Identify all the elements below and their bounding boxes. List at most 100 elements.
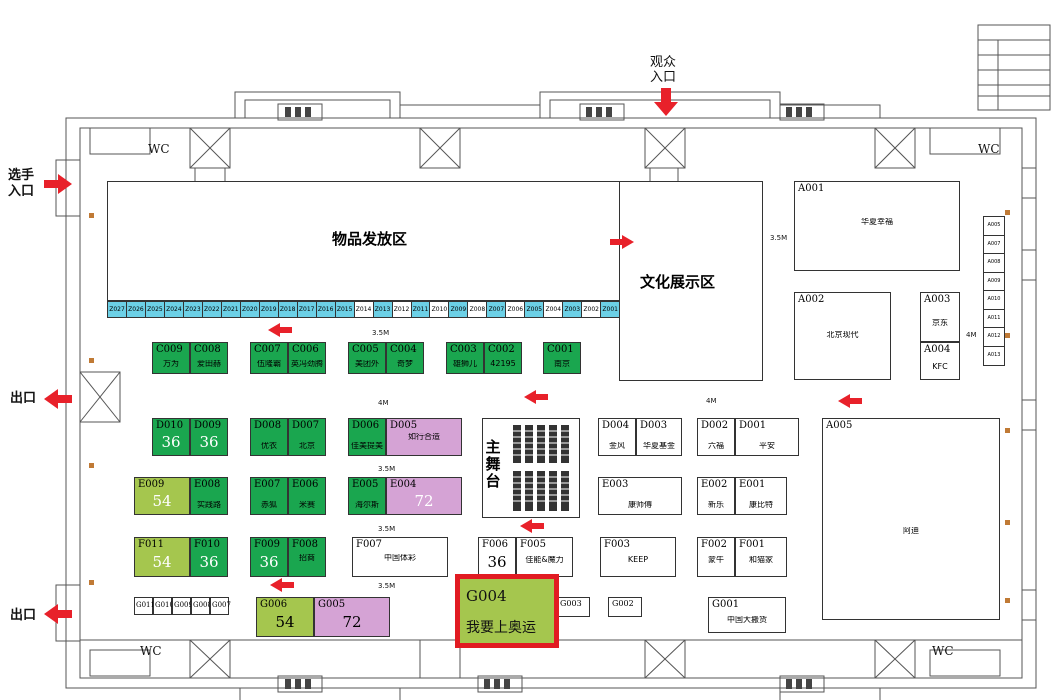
a-column-booth-A011[interactable]: A011: [984, 310, 1004, 328]
booth-G010[interactable]: G010: [153, 597, 174, 615]
exit-arrow-middle-icon: [44, 389, 72, 409]
strip-booth-Z019[interactable]: Z019: [259, 302, 279, 317]
booth-G009[interactable]: G009: [172, 597, 193, 615]
a-column-booth-A010[interactable]: A010: [984, 291, 1004, 310]
strip-booth-Z021[interactable]: Z021: [221, 302, 241, 317]
booth-A002[interactable]: A002 北京现代: [794, 292, 891, 380]
strip-booth-Z007[interactable]: Z007: [487, 302, 507, 317]
booth-G003[interactable]: G003: [556, 597, 590, 617]
strip-booth-Z016[interactable]: Z016: [316, 302, 336, 317]
booth-G011[interactable]: G011: [134, 597, 155, 615]
a-column-booth-A009[interactable]: A009: [984, 273, 1004, 291]
booth-G004-name: 我要上奥运: [466, 620, 536, 636]
strip-booth-Z002[interactable]: Z002: [582, 302, 602, 317]
strip-booth-Z008[interactable]: Z008: [468, 302, 488, 317]
strip-booth-Z025[interactable]: Z025: [145, 302, 165, 317]
strip-booth-Z012[interactable]: Z012: [392, 302, 412, 317]
booth-A003[interactable]: A003 京东: [920, 292, 960, 342]
strip-booth-Z015[interactable]: Z015: [335, 302, 355, 317]
a-column-booth-A005[interactable]: A005: [984, 217, 1004, 236]
strip-booth-Z024[interactable]: Z024: [164, 302, 184, 317]
audience-entrance-arrow-icon: [654, 88, 678, 116]
direction-arrow-icon: [268, 323, 292, 337]
strip-booth-Z013[interactable]: Z013: [373, 302, 393, 317]
strip-booth-Z005[interactable]: Z005: [525, 302, 545, 317]
booth-A004[interactable]: A004 KFC: [920, 342, 960, 380]
strip-booth-Z017[interactable]: Z017: [297, 302, 317, 317]
a-column-booth-A013[interactable]: A013: [987, 351, 1001, 358]
strip-booth-Z023[interactable]: Z023: [183, 302, 203, 317]
strip-booth-Z014[interactable]: Z014: [354, 302, 374, 317]
strip-booth-Z010[interactable]: Z010: [430, 302, 450, 317]
a-column-booth-A008[interactable]: A008: [984, 254, 1004, 273]
exit-label-middle: 出口: [10, 391, 37, 406]
strip-booth-Z011[interactable]: Z011: [411, 302, 431, 317]
booth-G004-highlight[interactable]: G004 我要上奥运: [455, 574, 559, 648]
booth-G004-id: G004: [466, 587, 507, 605]
distance-label: 3.5M: [770, 234, 788, 242]
booth-G008[interactable]: G008: [191, 597, 212, 615]
strip-booth-Z027[interactable]: Z027: [108, 302, 127, 317]
a-column-booth-A012[interactable]: A012: [984, 328, 1004, 347]
strip-booth-Z006[interactable]: Z006: [506, 302, 526, 317]
direction-arrow-icon: [270, 578, 294, 592]
booth-G007[interactable]: G007: [210, 597, 231, 615]
strip-booth-Z026[interactable]: Z026: [126, 302, 146, 317]
strip-booth-Z020[interactable]: Z020: [240, 302, 260, 317]
booth-A005[interactable]: A005 阿迪: [822, 418, 1000, 620]
strip-booth-Z004[interactable]: Z004: [544, 302, 564, 317]
audience-entrance-label: 观众入口: [650, 55, 677, 85]
booth-G002[interactable]: G002: [608, 597, 642, 617]
strip-booth-Z003[interactable]: Z003: [563, 302, 583, 317]
strip-booth-Z018[interactable]: Z018: [278, 302, 298, 317]
booth-A001[interactable]: A001 华夏幸福: [794, 181, 960, 271]
a-column-booth-A007[interactable]: A007: [984, 236, 1004, 254]
main-stage[interactable]: 主舞台: [482, 418, 580, 518]
strip-booth-Z001[interactable]: Z001: [601, 302, 620, 317]
strip-booth-Z022[interactable]: Z022: [202, 302, 222, 317]
strip-booth-Z009[interactable]: Z009: [449, 302, 469, 317]
